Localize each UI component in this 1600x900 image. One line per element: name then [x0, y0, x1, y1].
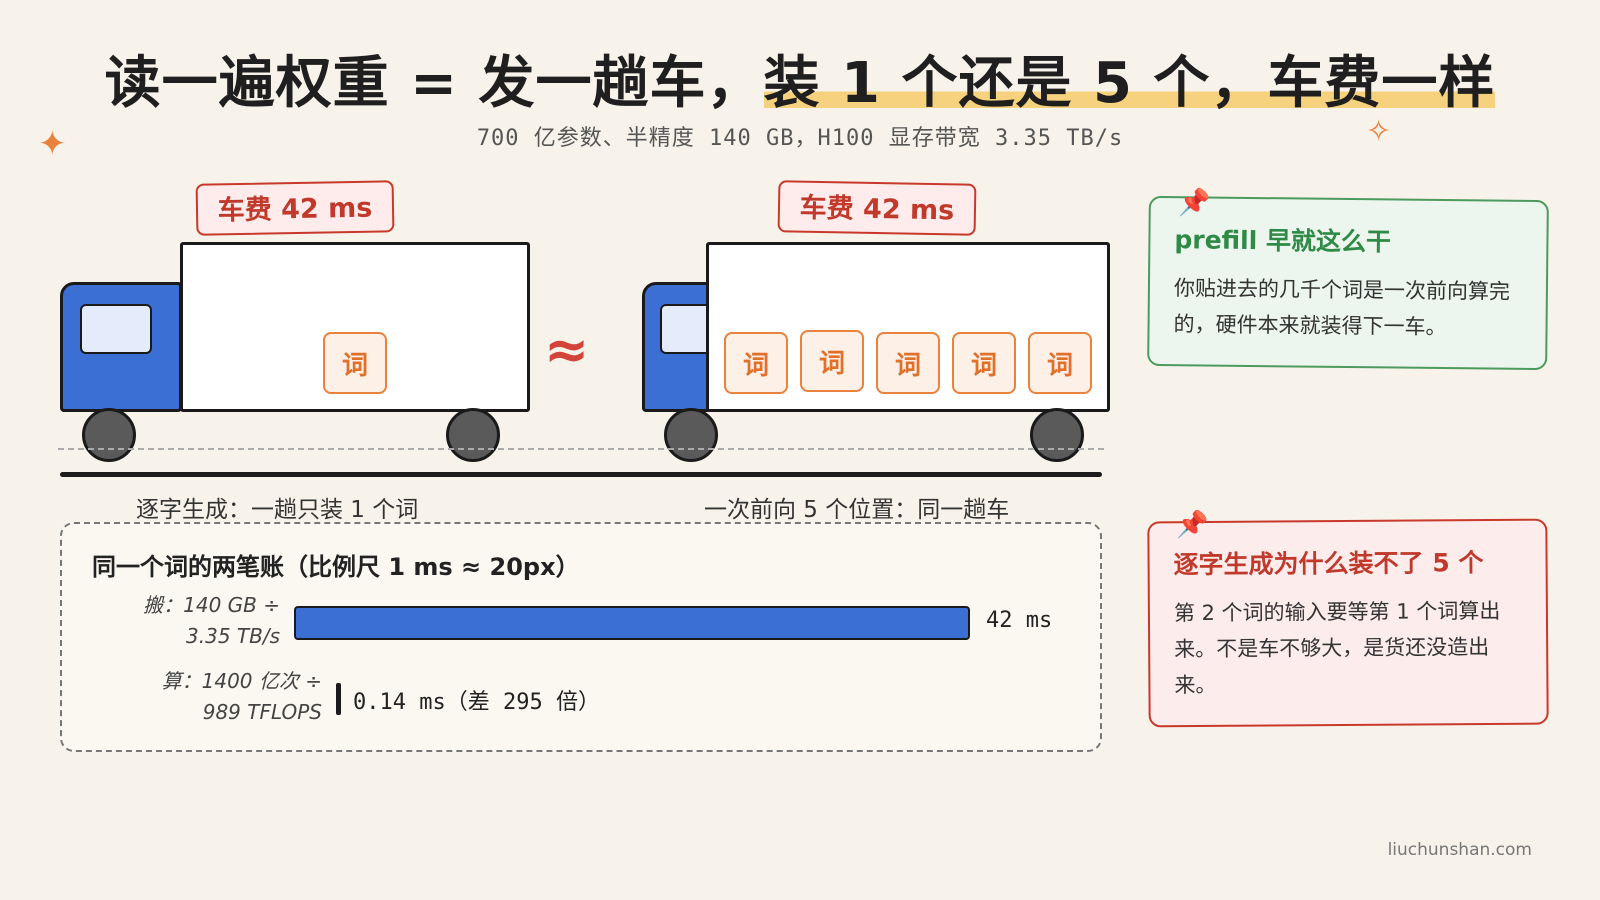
caption-right: 一次前向 5 个位置：同一趟车	[704, 497, 1010, 523]
row-label-line: 3.35 TB/s	[186, 624, 280, 648]
row-label-line: 989 TFLOPS	[202, 700, 322, 724]
page-subtitle: 700 亿参数、半精度 140 GB，H100 显存带宽 3.35 TB/s	[476, 126, 1124, 151]
cost-tag-left: 车费 42 ms	[195, 180, 395, 236]
cost-tag-right: 车费 42 ms	[777, 180, 977, 236]
value-transfer: 42 ms	[986, 608, 1053, 633]
bar-compute	[336, 683, 341, 715]
panel-title: 同一个词的两笔账（比例尺 1 ms ≈ 20px）	[92, 553, 580, 581]
word-token: 词	[323, 332, 387, 394]
pin-icon: 📌	[1178, 188, 1211, 218]
title-part1: 读一遍权重 = 发一趟车，	[104, 51, 764, 116]
row-label-compute: 算：1400 亿次 ÷ 989 TFLOPS	[100, 666, 322, 728]
pin-icon: 📌	[1176, 510, 1209, 540]
road-ground-line	[60, 472, 1102, 477]
truck-cargo-left	[180, 242, 530, 412]
word-token: 词	[952, 332, 1016, 394]
title-highlight: 装 1 个还是 5 个，车费一样	[763, 51, 1496, 116]
note-prefill-title: prefill 早就这么干	[1174, 225, 1392, 257]
truck-window-left	[80, 304, 152, 354]
truck-wheel	[664, 408, 718, 462]
note-decode-title: 逐字生成为什么装不了 5 个	[1173, 548, 1484, 580]
word-token: 词	[800, 330, 864, 392]
truck-wheel	[1030, 408, 1084, 462]
word-token: 词	[876, 332, 940, 394]
footer-site: liuchunshan.com	[1387, 840, 1532, 860]
word-token: 词	[724, 332, 788, 394]
bar-transfer	[294, 606, 970, 640]
row-label-transfer: 搬：140 GB ÷ 3.35 TB/s	[96, 590, 280, 652]
approx-symbol: ≈	[544, 318, 590, 381]
sparkle-outline-icon: ✧	[1366, 114, 1392, 149]
word-token: 词	[1028, 332, 1092, 394]
note-decode: 逐字生成为什么装不了 5 个 第 2 个词的输入要等第 1 个词算出来。不是车不…	[1147, 518, 1549, 728]
sparkle-icon: ✦	[38, 124, 67, 164]
truck-wheel	[446, 408, 500, 462]
note-prefill-body: 你贴进去的几千个词是一次前向算完的，硬件本来就装得下一车。	[1173, 276, 1511, 340]
page-title: 读一遍权重 = 发一趟车，装 1 个还是 5 个，车费一样	[0, 38, 1600, 119]
note-decode-body: 第 2 个词的输入要等第 1 个词算出来。不是车不够大，是货还没造出来。	[1173, 598, 1501, 698]
value-compute: 0.14 ms（差 295 倍）	[353, 690, 600, 715]
row-label-line: 搬：140 GB ÷	[143, 593, 280, 617]
road-dashed-line	[58, 448, 1104, 450]
row-label-line: 算：1400 亿次 ÷	[161, 669, 322, 693]
note-prefill: prefill 早就这么干 你贴进去的几千个词是一次前向算完的，硬件本来就装得下…	[1147, 195, 1549, 371]
truck-wheel	[82, 408, 136, 462]
caption-left: 逐字生成：一趟只装 1 个词	[136, 497, 419, 523]
